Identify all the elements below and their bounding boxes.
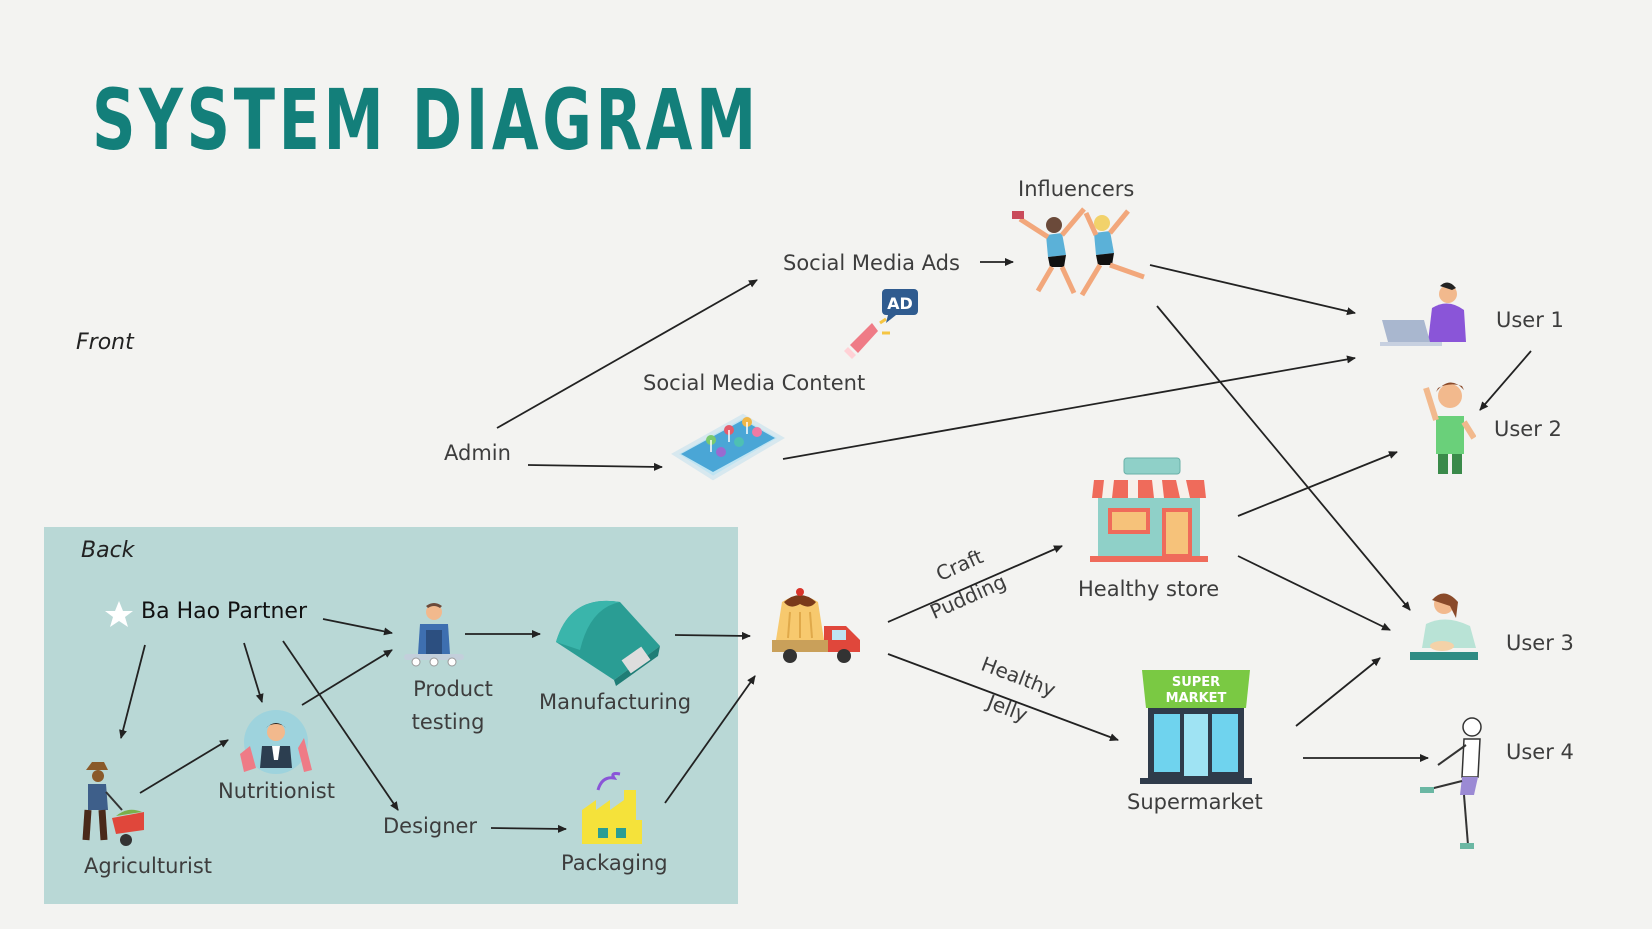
- factory-hangar-icon: [556, 600, 660, 686]
- back-section-label: Back: [81, 538, 135, 563]
- healthy-store-icon: [1090, 457, 1208, 562]
- supermarket-sign-line2: MARKET: [1166, 691, 1227, 706]
- edge-agriculturist-to-nutritionist: [139, 739, 229, 794]
- node-product-testing: Product testing: [403, 677, 503, 735]
- ad-badge-text: AD: [887, 294, 913, 313]
- node-nutritionist: Nutritionist: [218, 779, 335, 803]
- edge-influencers-to-user1: [1149, 264, 1356, 316]
- node-social-media-content: Social Media Content: [643, 371, 866, 395]
- edge-truck-to-supermarket: [887, 653, 1119, 741]
- node-healthy-store: Healthy store: [1078, 577, 1220, 601]
- edge-partner-to-testing: [322, 618, 393, 636]
- edge-partner-to-designer: [282, 640, 399, 811]
- edge-nutritionist-to-testing: [301, 649, 393, 706]
- edge-designer-to-packaging: [490, 824, 567, 833]
- node-supermarket: Supermarket: [1127, 790, 1263, 814]
- edge-admin-to-content: [527, 462, 663, 471]
- node-user-4: User 4: [1506, 740, 1574, 764]
- delivery-truck-icon: [772, 588, 860, 663]
- edge-packaging-to-truck: [664, 675, 756, 804]
- star-icon: [105, 601, 133, 627]
- supermarket-icon: SUPER MARKET: [1140, 670, 1252, 784]
- node-user-1: User 1: [1496, 308, 1564, 332]
- node-user-3: User 3: [1506, 631, 1574, 655]
- social-media-phone-icon: [671, 413, 785, 481]
- node-product-testing-line1: Product: [413, 677, 493, 701]
- node-influencers: Influencers: [1018, 177, 1135, 201]
- node-agriculturist: Agriculturist: [84, 854, 213, 878]
- influencers-icon: [1012, 207, 1145, 297]
- edge-content-to-user1: [782, 355, 1356, 460]
- agriculturist-icon: [82, 762, 144, 846]
- user-eating-icon: [1410, 593, 1478, 660]
- user-laptop-icon: [1380, 282, 1466, 346]
- edge-partner-to-agriculturist: [119, 644, 146, 739]
- front-section-label: Front: [76, 330, 134, 355]
- megaphone-ad-icon: AD: [844, 289, 918, 359]
- user-thinking-icon: [1423, 382, 1476, 474]
- edge-store-to-user3: [1237, 555, 1391, 631]
- edge-admin-to-ads: [496, 279, 758, 429]
- user-stretching-icon: [1420, 717, 1482, 849]
- product-tester-icon: [404, 603, 464, 667]
- edge-influencers-to-user3: [1156, 305, 1411, 611]
- node-packaging: Packaging: [561, 851, 668, 875]
- page-title: SYSTEM DIAGRAM: [92, 71, 760, 169]
- node-ba-hao-partner: Ba Hao Partner: [141, 599, 307, 624]
- packaging-factory-icon: [582, 772, 642, 844]
- node-admin: Admin: [444, 441, 511, 465]
- edge-store-to-user2: [1237, 451, 1398, 517]
- node-designer: Designer: [383, 814, 478, 838]
- edge-user1-to-user2: [1479, 350, 1532, 411]
- edge-truck-to-store: [887, 545, 1063, 623]
- supermarket-sign-line1: SUPER: [1172, 675, 1220, 690]
- nutritionist-icon: [240, 710, 312, 774]
- node-product-testing-line2: testing: [411, 710, 485, 735]
- edge-partner-to-nutritionist: [243, 642, 264, 703]
- edge-manufacturing-to-truck: [674, 631, 751, 640]
- node-social-media-ads: Social Media Ads: [783, 251, 960, 275]
- node-manufacturing: Manufacturing: [539, 690, 692, 714]
- edge-supermarket-to-user3: [1295, 657, 1381, 727]
- node-user-2: User 2: [1494, 417, 1562, 441]
